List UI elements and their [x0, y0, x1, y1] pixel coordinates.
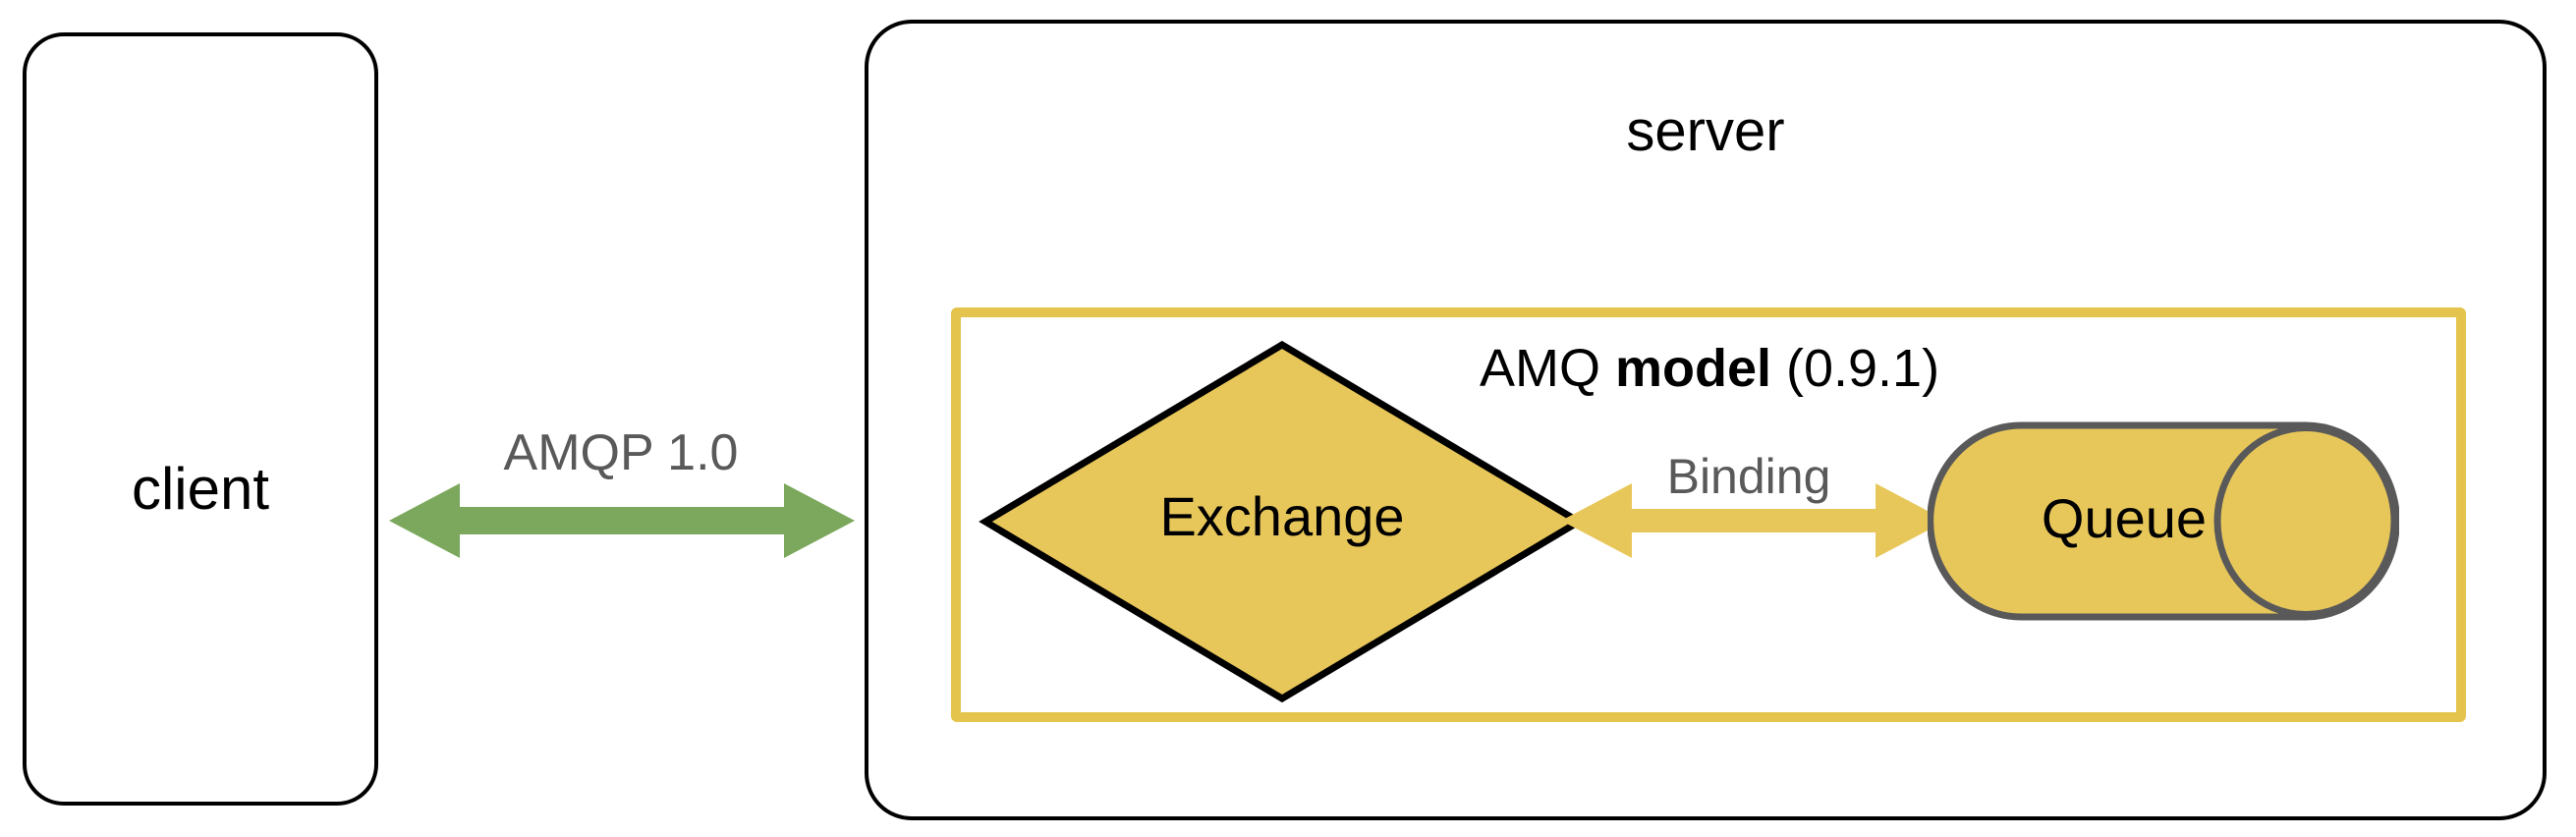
- client-box[interactable]: [23, 32, 378, 806]
- amq-model-label-prefix: AMQ: [1479, 339, 1615, 398]
- client-label: client: [131, 456, 270, 522]
- binding-arrow-icon: [1561, 483, 1946, 558]
- amqp-edge-label: AMQP 1.0: [503, 424, 739, 481]
- binding-edge-label: Binding: [1666, 449, 1831, 504]
- amqp-arrow-icon: [389, 483, 855, 558]
- exchange-diamond-shape[interactable]: [978, 339, 1587, 704]
- queue-label: Queue: [2041, 487, 2208, 549]
- queue-cylinder-shape[interactable]: [1928, 420, 2399, 622]
- exchange-label: Exchange: [1159, 485, 1405, 547]
- amq-model-label: AMQ model (0.9.1): [1189, 342, 2230, 395]
- amq-model-label-suffix: (0.9.1): [1770, 339, 1940, 398]
- server-label: server: [1626, 99, 1785, 163]
- amq-model-label-bold: model: [1614, 339, 1771, 398]
